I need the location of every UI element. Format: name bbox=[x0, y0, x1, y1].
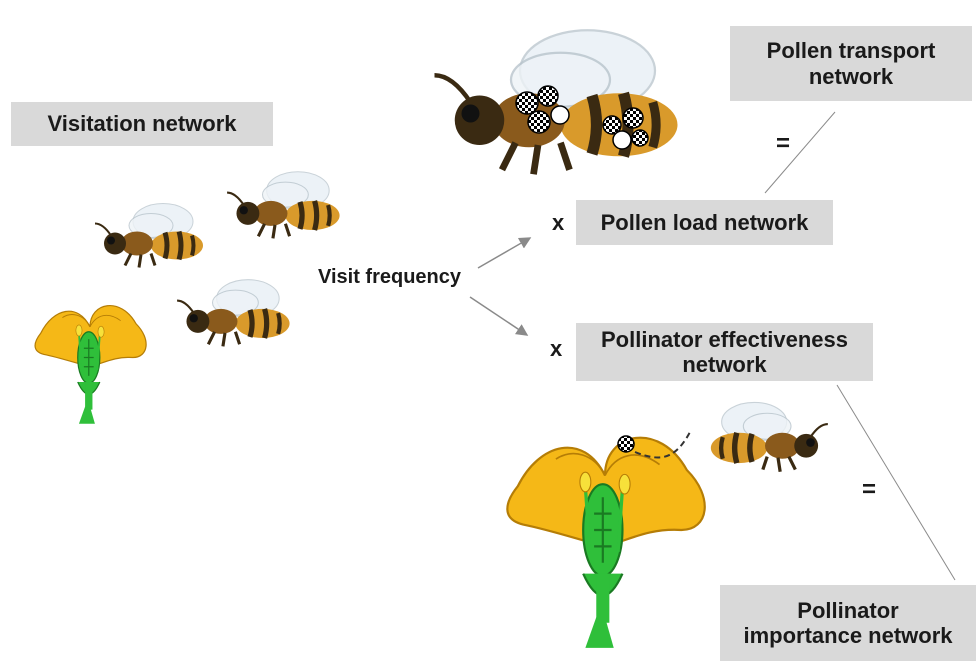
connector-importance bbox=[837, 385, 955, 580]
equals-operator-importance: = bbox=[862, 476, 876, 504]
visit-frequency-label: Visit frequency bbox=[318, 266, 461, 289]
visitation-network-label: Visitation network bbox=[11, 102, 273, 146]
times-operator-effectiveness: x bbox=[550, 336, 562, 362]
equals-operator-transport: = bbox=[776, 130, 790, 158]
pollen-transport-network-label: Pollen transport network bbox=[730, 26, 972, 101]
arrow-to-pollen-load bbox=[478, 238, 530, 268]
arrow-to-effectiveness bbox=[470, 297, 527, 335]
visiting-bee-3 bbox=[177, 280, 289, 347]
pollinator-effectiveness-network-label: Pollinator effectiveness network bbox=[576, 323, 873, 381]
times-operator-pollen-load: x bbox=[552, 210, 564, 236]
pollen-grain bbox=[618, 436, 634, 452]
visiting-bee-2 bbox=[227, 172, 339, 239]
pollen-carrying-bee bbox=[435, 30, 678, 174]
pollen-load-network-label: Pollen load network bbox=[576, 200, 833, 245]
visited-flower bbox=[35, 306, 146, 424]
pollinator-importance-network-label: Pollinator importance network bbox=[720, 585, 976, 661]
visiting-bee-1 bbox=[95, 204, 203, 268]
depositing-bee bbox=[711, 402, 828, 471]
receiving-flower bbox=[507, 438, 704, 648]
